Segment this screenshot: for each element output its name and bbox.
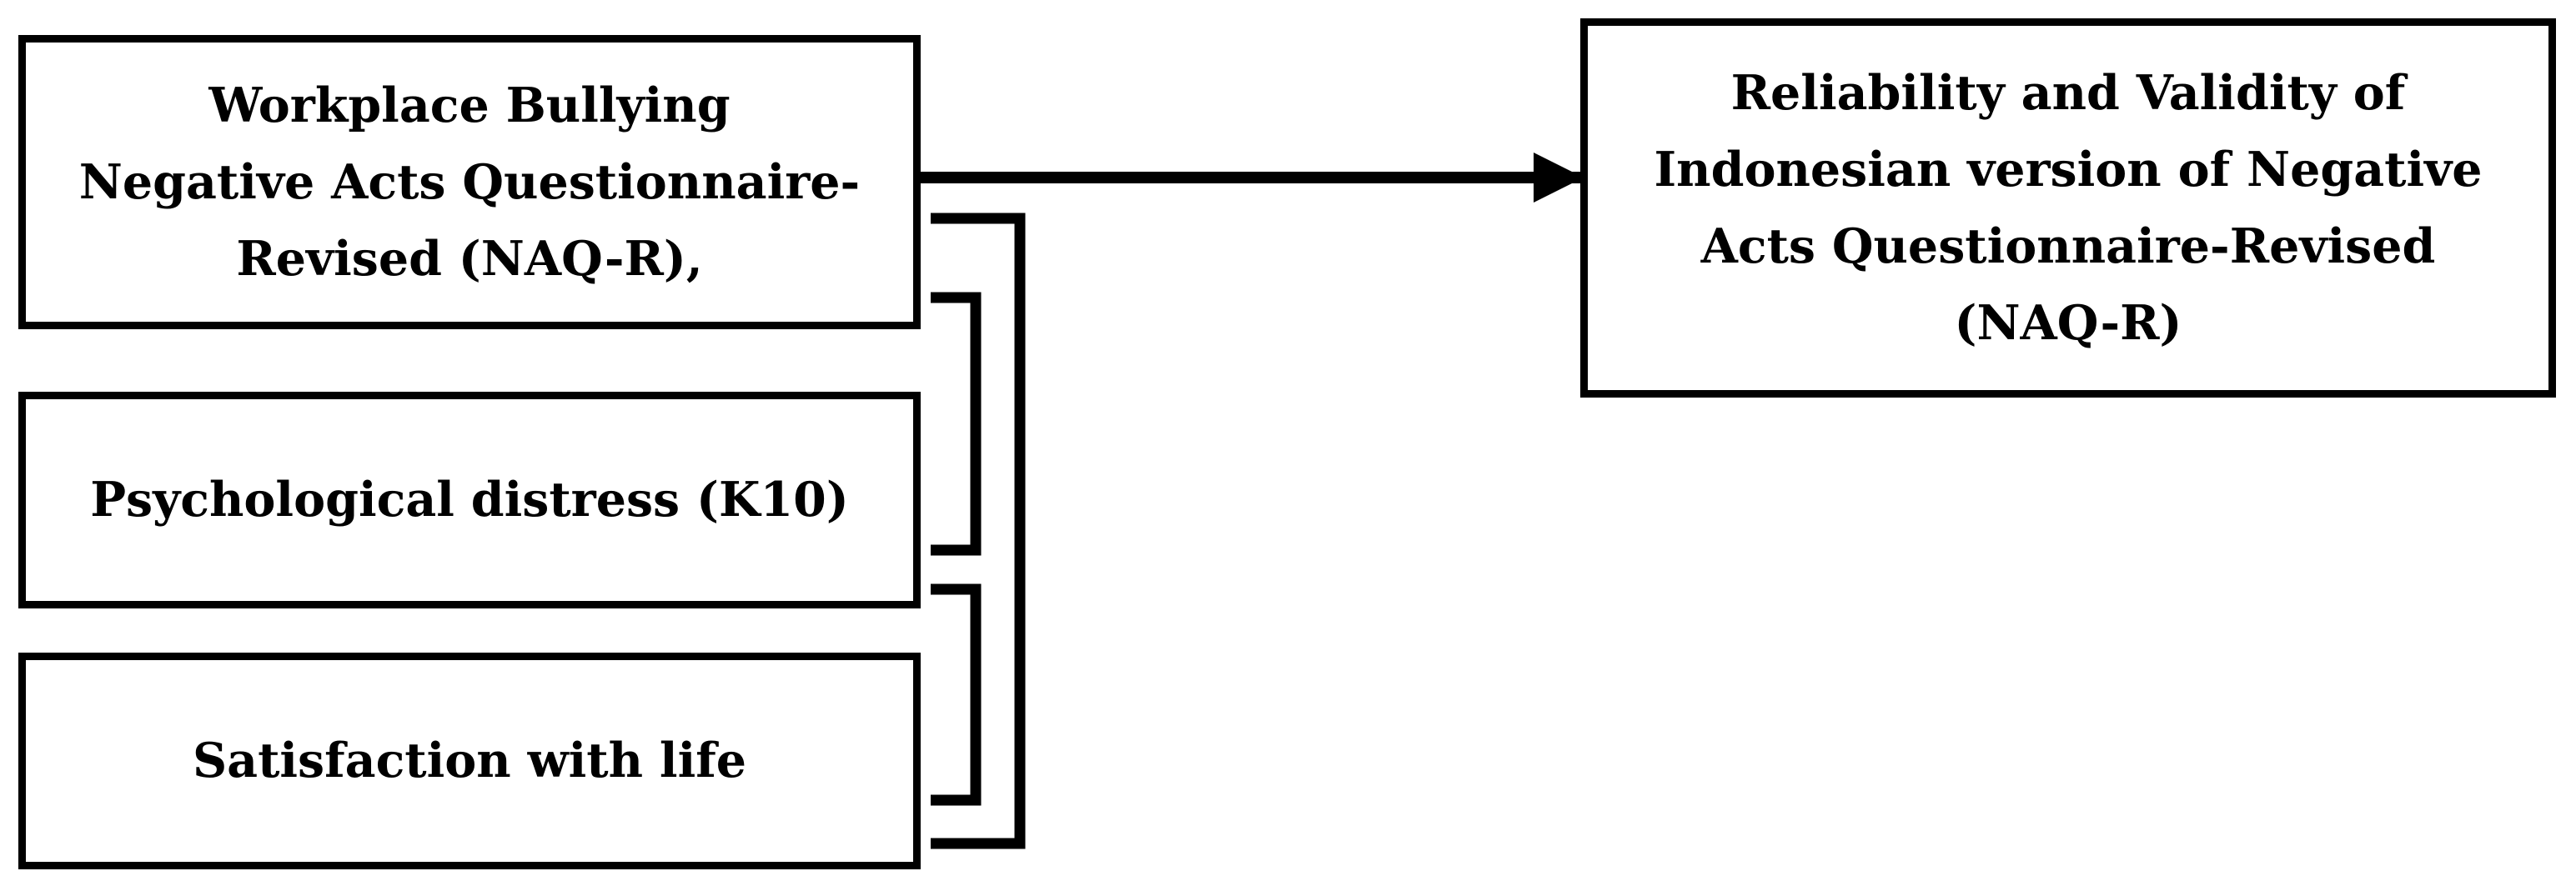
bracket-distress-to-life — [931, 583, 982, 806]
psychological-distress-box: Psychological distress (K10) — [18, 392, 921, 608]
bracket-bullying-to-life — [931, 213, 1026, 849]
workplace-bullying-box: Workplace Bullying Negative Acts Questio… — [18, 35, 921, 329]
reliability-validity-line: Acts Questionnaire-Revised — [1700, 218, 2436, 274]
workplace-bullying-line: Negative Acts Questionnaire- — [78, 153, 861, 210]
satisfaction-with-life-label: Satisfaction with life — [193, 723, 746, 799]
bracket-bullying-to-distress — [931, 292, 982, 556]
satisfaction-with-life-box: Satisfaction with life — [18, 653, 921, 869]
psychological-distress-line: Psychological distress (K10) — [90, 472, 849, 528]
reliability-validity-label: Reliability and Validity of Indonesian v… — [1654, 55, 2482, 362]
workplace-bullying-label: Workplace Bullying Negative Acts Questio… — [79, 68, 860, 298]
reliability-validity-line: Indonesian version of Negative — [1654, 141, 2483, 198]
workplace-bullying-line: Revised (NAQ-R), — [236, 230, 703, 287]
workplace-bullying-line: Workplace Bullying — [208, 77, 731, 133]
reliability-validity-line: Reliability and Validity of — [1730, 64, 2406, 121]
psychological-distress-label: Psychological distress (K10) — [90, 462, 849, 538]
reliability-validity-box: Reliability and Validity of Indonesian v… — [1580, 18, 2556, 398]
satisfaction-with-life-line: Satisfaction with life — [192, 733, 747, 788]
reliability-validity-line: (NAQ-R) — [1954, 294, 2182, 351]
